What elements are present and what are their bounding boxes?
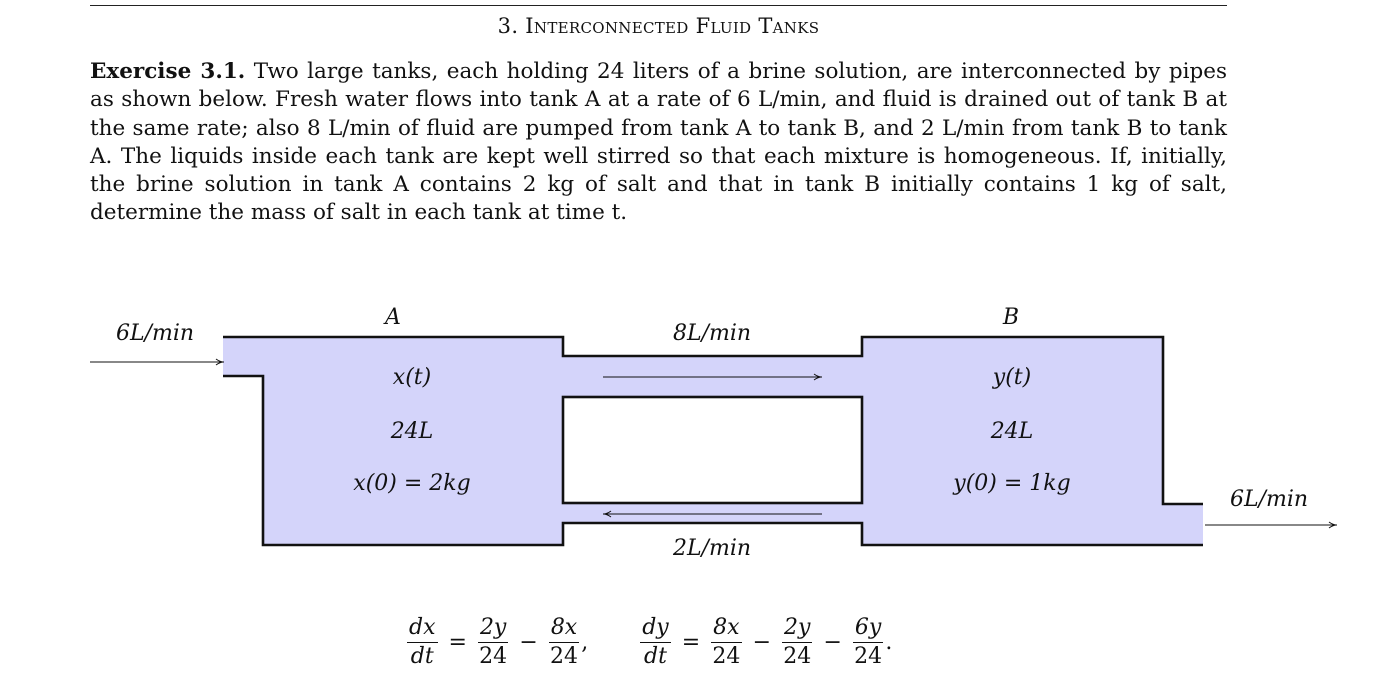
eq2-term2-den: 24 [783, 643, 812, 669]
eq1-term1: 2y 24 [477, 616, 509, 669]
top-rule [90, 5, 1227, 6]
eq1-term1-den: 24 [479, 643, 508, 669]
eq2-lhs-den: dt [644, 643, 667, 669]
tank-b-initial: y(0) = 1kg [952, 471, 1070, 496]
eq1-minus: − [519, 629, 538, 655]
eq2-minus-1: − [752, 629, 772, 655]
outflow-label: 6L/min [1230, 487, 1308, 512]
eq1-term2: 8x 24 [548, 616, 580, 669]
pipe-top-label: 8L/min [673, 321, 751, 346]
eq1-lhs: dx dt [407, 616, 438, 669]
tank-diagram: 6L/min 6L/min 8L/min 2L/min A x(t) 24L x… [90, 305, 1338, 561]
equations: dx dt = 2y 24 − 8x 24 , dy dt = 8x 24 − … [405, 605, 892, 679]
tank-a-initial: x(0) = 2kg [353, 471, 470, 496]
eq2-minus-2: − [823, 629, 842, 655]
pipe-bottom-label: 2L/min [672, 536, 751, 561]
eq1-comma: , [581, 629, 589, 655]
exercise-text: Two large tanks, each holding 24 liters … [90, 59, 1227, 226]
eq2-term3-den: 24 [854, 643, 883, 669]
tank-b-name: B [1002, 305, 1019, 330]
tank-b-volume: 24L [990, 419, 1034, 444]
eq2-term3-num: 6y [852, 616, 884, 643]
section-number: 3. [497, 14, 519, 38]
eq2-term1: 8x 24 [711, 616, 742, 669]
eq2-term2-num: 2y [782, 616, 813, 643]
center-block [561, 395, 864, 505]
eq2-period: . [885, 629, 893, 655]
eq2-term1-den: 24 [712, 643, 741, 669]
eq2-lhs: dy dt [640, 616, 671, 669]
eq1-lhs-den: dt [410, 643, 434, 669]
section-heading: 3. Interconnected Fluid Tanks [0, 14, 1317, 38]
eq2-term3: 6y 24 [852, 616, 884, 669]
fluid-region [223, 337, 1203, 545]
eq1-term1-num: 2y [477, 616, 509, 643]
inflow-label: 6L/min [116, 321, 194, 346]
tank-b-amount: y(t) [992, 365, 1031, 390]
eq2-lhs-num: dy [640, 616, 671, 643]
eq1-lhs-num: dx [407, 616, 438, 643]
exercise-label: Exercise 3.1. [90, 59, 246, 84]
wall-a-top [223, 335, 1203, 506]
wall-a-bottom [223, 374, 1203, 547]
tank-a-amount: x(t) [393, 365, 431, 390]
eq1-term2-num: 8x [548, 616, 580, 643]
eq1-equals: = [448, 629, 467, 655]
tank-walls [223, 335, 1203, 547]
section-title: Interconnected Fluid Tanks [525, 14, 820, 38]
eq2-equals: = [681, 629, 701, 655]
eq2-term2: 2y 24 [782, 616, 813, 669]
eq2-term1-num: 8x [711, 616, 742, 643]
exercise-paragraph: Exercise 3.1. Two large tanks, each hold… [90, 58, 1227, 228]
tank-a-name: A [383, 305, 401, 330]
tank-a-volume: 24L [390, 419, 434, 444]
eq1-term2-den: 24 [550, 643, 579, 669]
